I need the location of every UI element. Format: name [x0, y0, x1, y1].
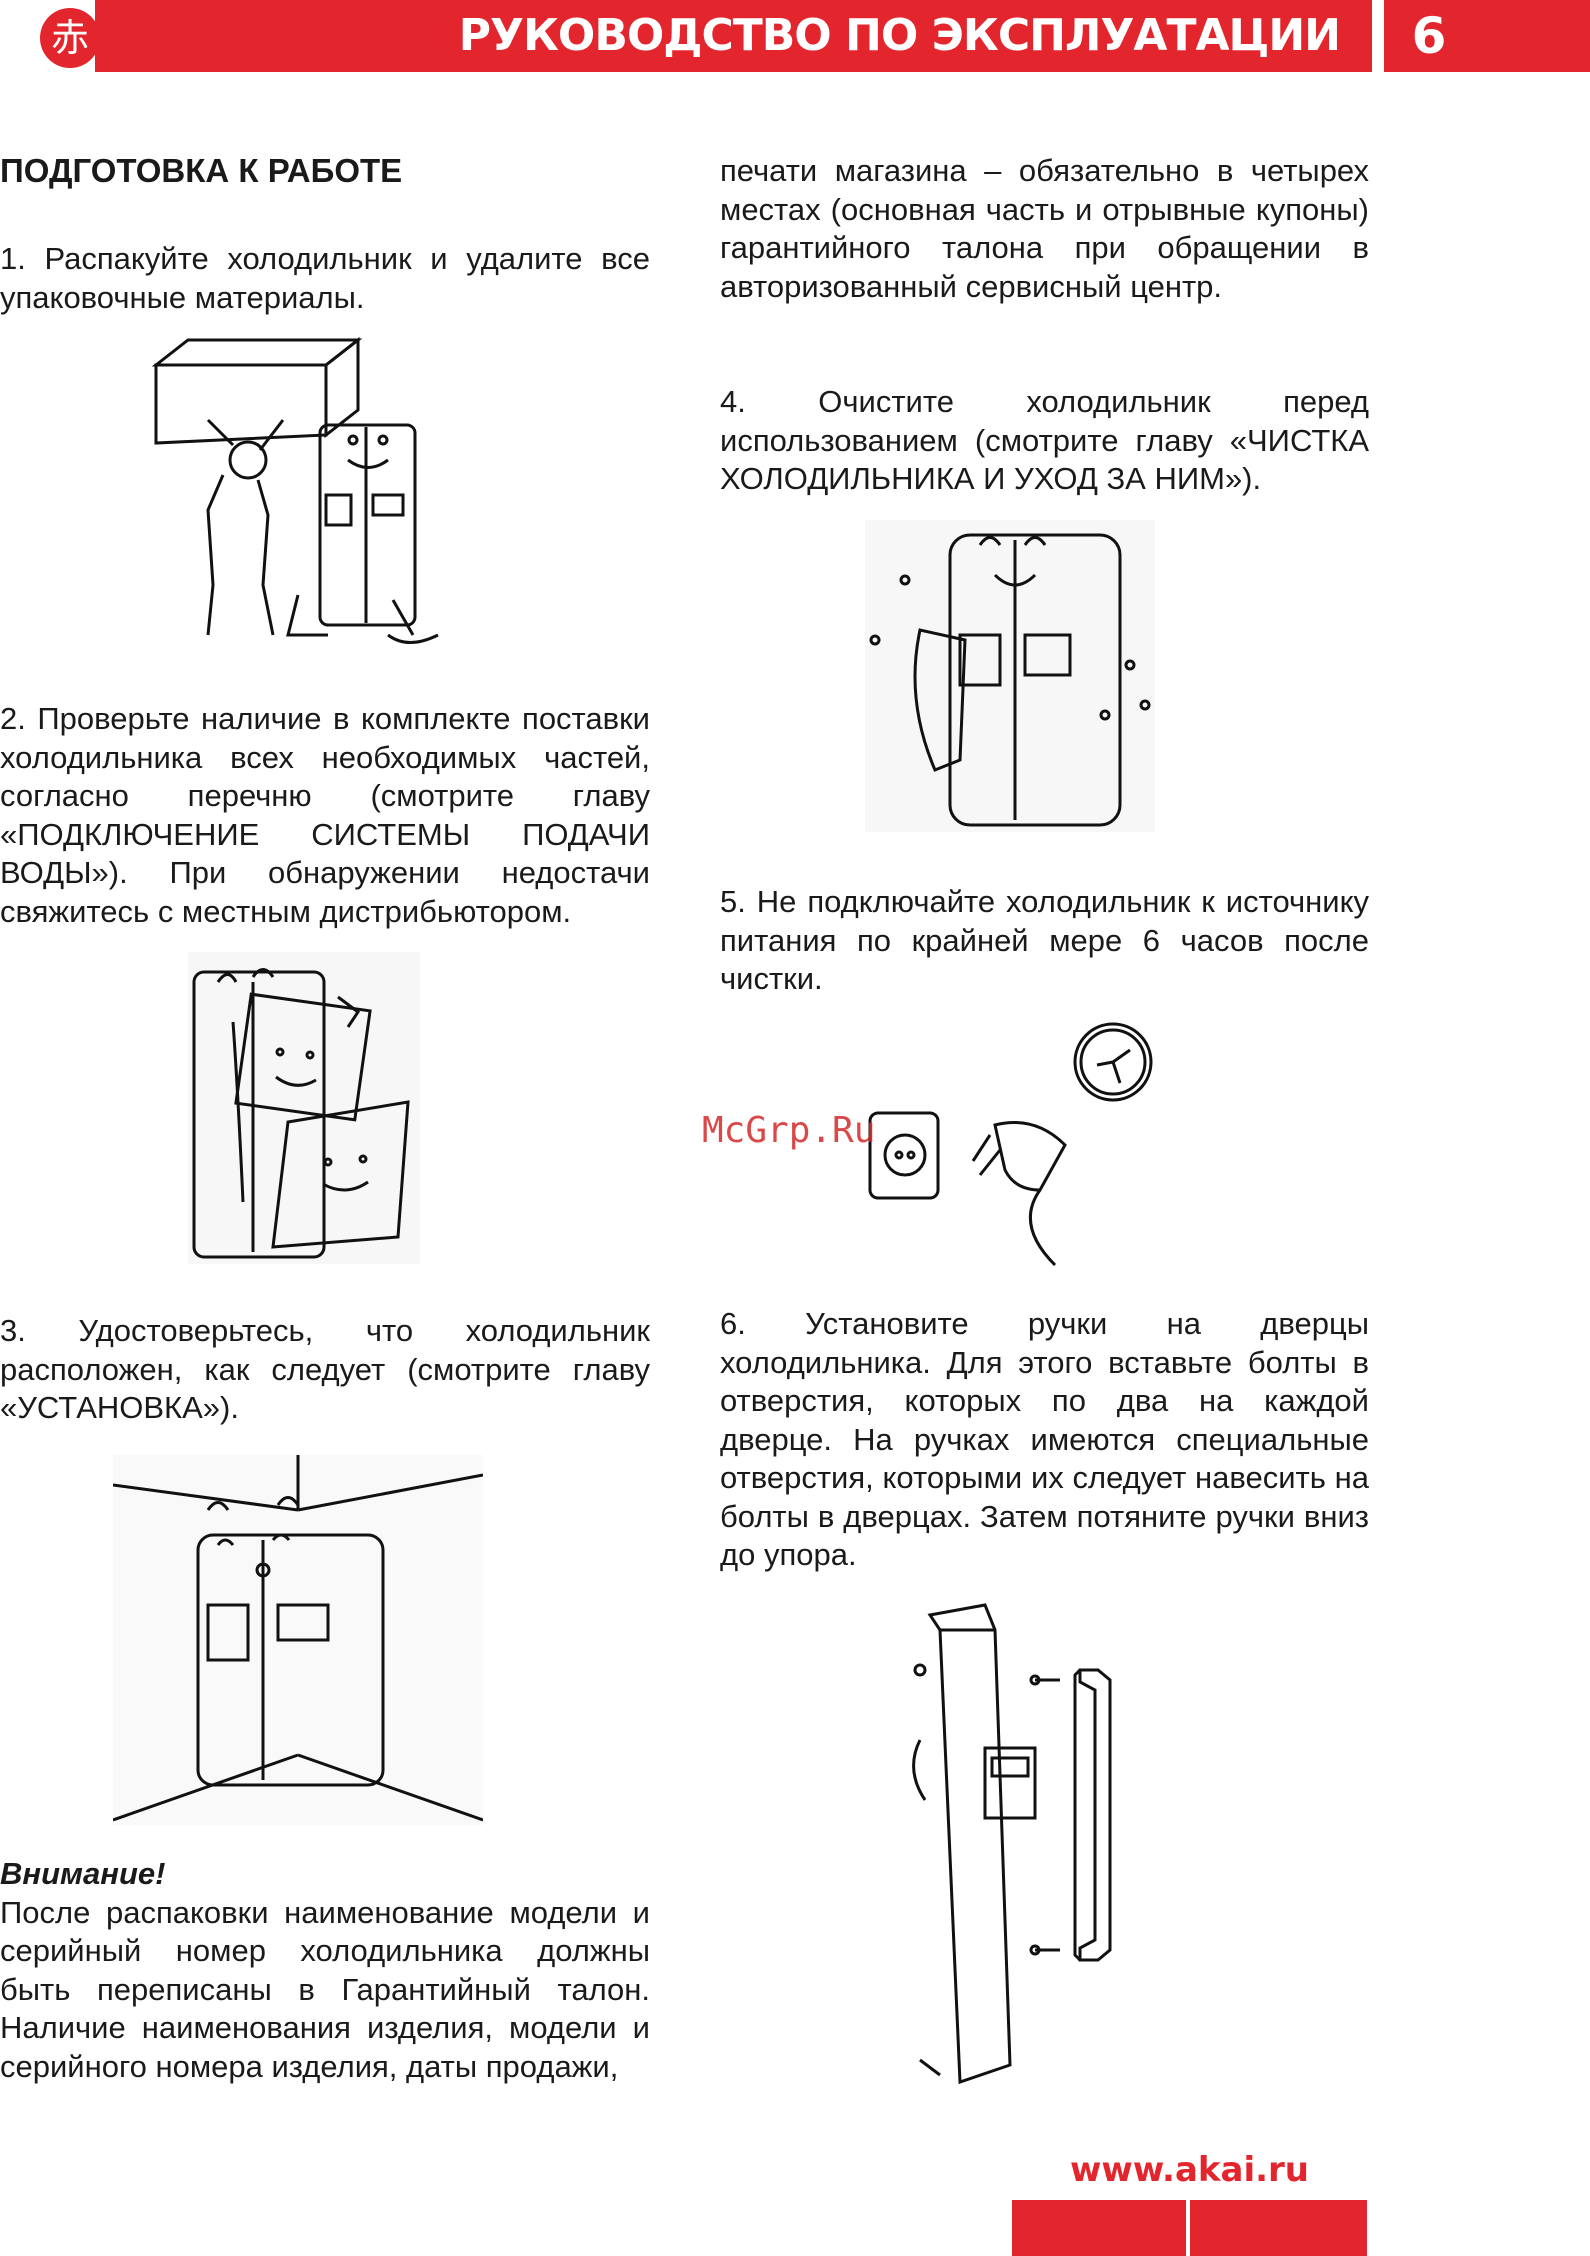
step-1-text: 1. Распакуйте холодильник и удалите все …	[0, 241, 650, 315]
section-heading: ПОДГОТОВКА К РАБОТЕ	[0, 152, 650, 191]
attention-text: После распаковки наименование модели и с…	[0, 1894, 650, 2084]
akai-logo-icon: 赤	[40, 8, 100, 68]
header-title-band	[95, 0, 1372, 72]
heading-text: ПОДГОТОВКА К РАБОТЕ	[0, 152, 403, 189]
step-1: 1. Распакуйте холодильник и удалите все …	[0, 240, 650, 317]
step-2-text: 2. Проверьте наличие в комплекте поставк…	[0, 701, 650, 929]
step-6-text: 6. Установите ручки на дверцы холодильни…	[720, 1306, 1369, 1572]
parts-check-illustration	[188, 952, 420, 1264]
page-header-title: РУКОВОДСТВО ПО ЭКСПЛУАТАЦИИ	[458, 10, 1341, 61]
step-3-text: 3. Удостоверьтесь, что холодильник распо…	[0, 1313, 650, 1425]
step-4-text: 4. Очистите холодильник перед использова…	[720, 384, 1369, 496]
step-5: 5. Не подключайте холодильник к источник…	[720, 883, 1369, 999]
step-5-text: 5. Не подключайте холодильник к источник…	[720, 884, 1369, 996]
attention-title: Внимание!	[0, 1856, 166, 1891]
unpacking-illustration	[151, 336, 439, 644]
attention-block: Внимание! После распаковки наименование …	[0, 1855, 650, 2086]
cleaning-illustration	[865, 520, 1155, 832]
step-4: 4. Очистите холодильник перед использова…	[720, 383, 1369, 499]
step-3: 3. Удостоверьтесь, что холодильник распо…	[0, 1312, 650, 1428]
watermark: McGrp.Ru	[702, 1110, 876, 1151]
installation-illustration	[113, 1455, 483, 1825]
step-6: 6. Установите ручки на дверцы холодильни…	[720, 1305, 1369, 1575]
step-2: 2. Проверьте наличие в комплекте поставк…	[0, 700, 650, 931]
header-page-band	[1384, 0, 1590, 72]
footer-divider	[1186, 2200, 1190, 2256]
handle-install-illustration	[912, 1603, 1112, 2085]
continued-text: печати магазина – обязательно в четырех …	[720, 152, 1369, 306]
page-number: 6	[1411, 7, 1447, 65]
continued-paragraph: печати магазина – обязательно в четырех …	[720, 153, 1369, 304]
footer-url[interactable]: www.akai.ru	[1070, 2150, 1310, 2190]
power-wait-illustration	[868, 1022, 1153, 1267]
header-bar: 赤 РУКОВОДСТВО ПО ЭКСПЛУАТАЦИИ 6	[0, 0, 1590, 72]
